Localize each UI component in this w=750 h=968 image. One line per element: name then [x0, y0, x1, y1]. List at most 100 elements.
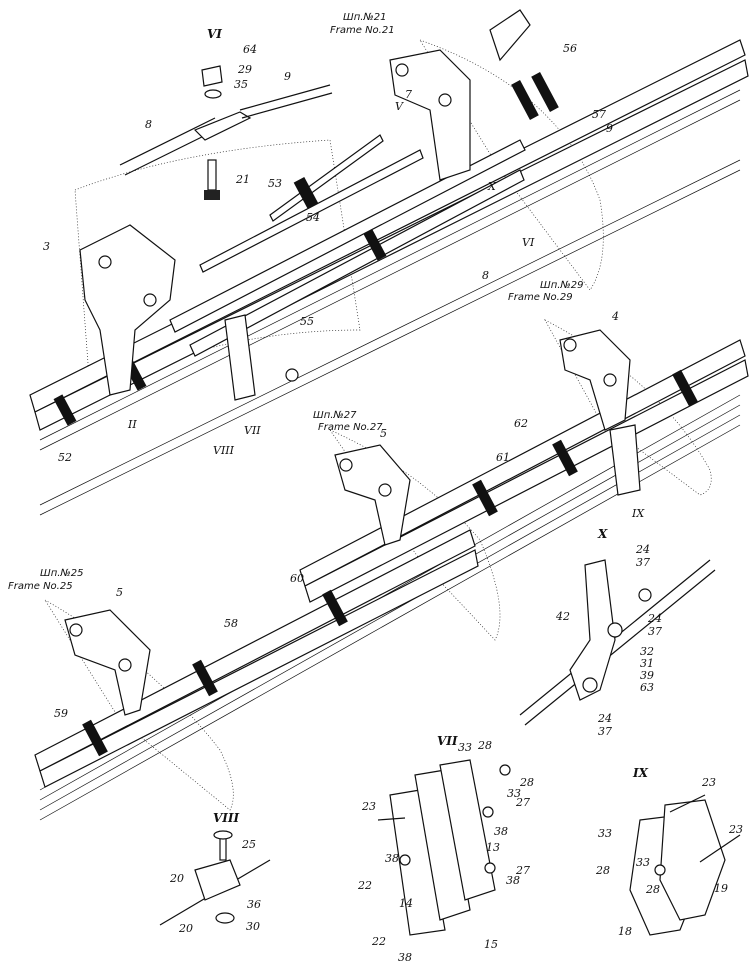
callout: 33	[458, 741, 472, 754]
frame-panel-25	[44, 599, 234, 811]
svg-text:Frame No.25: Frame No.25	[8, 581, 73, 592]
ref-vi: VI	[522, 236, 535, 249]
callout: 30	[246, 920, 260, 933]
callout: 24	[597, 712, 612, 725]
lower-rod-bundle	[34, 529, 479, 788]
detail-vii-plates	[377, 759, 511, 936]
callout: 8	[482, 269, 489, 282]
callout: 61	[496, 451, 510, 464]
callout: 19	[714, 882, 728, 895]
bracket-3	[79, 224, 176, 396]
callout: 9	[606, 122, 613, 135]
callout: 37	[648, 625, 662, 638]
callout: 29	[237, 63, 252, 76]
callout: 13	[486, 841, 500, 854]
middle-rod-bundle	[299, 339, 749, 603]
detail-title-ix: IX	[632, 766, 649, 780]
frame-panel-21b	[419, 39, 604, 291]
callout: 33	[636, 856, 650, 869]
upper-rod-bundle	[29, 39, 749, 431]
ref-vii: VII	[244, 424, 261, 437]
callout: 53	[268, 177, 282, 190]
callout: 35	[234, 78, 248, 91]
callout: 9	[284, 70, 291, 83]
callout: 56	[563, 42, 577, 55]
callout: 20	[178, 922, 193, 935]
callout: 52	[58, 451, 72, 464]
callout: 25	[241, 838, 256, 851]
svg-text:Frame No.29: Frame No.29	[508, 292, 573, 303]
detail-title-vii: VII	[437, 734, 458, 748]
callout: 39	[640, 669, 654, 682]
svg-text:Шп.№25: Шп.№25	[40, 568, 84, 579]
bracket-frame-21	[389, 9, 531, 181]
callout: 28	[477, 739, 492, 752]
detail-vi-assembly	[119, 65, 333, 200]
detail-viii-clamp	[159, 830, 271, 926]
callout: 59	[54, 707, 68, 720]
frame-label-25: Шп.№25 Frame No.25	[8, 568, 84, 592]
ref-x: X	[487, 180, 497, 193]
frame-label-27: Шп.№27 Frame No.27	[313, 410, 383, 433]
callout: 33	[598, 827, 612, 840]
callout: 20	[169, 872, 184, 885]
callout: 22	[371, 935, 386, 948]
callout: 57	[592, 108, 606, 121]
detail-x-assembly	[519, 559, 716, 726]
ref-ii: II	[127, 418, 137, 431]
callout: 32	[640, 645, 654, 658]
callout: 3	[43, 240, 50, 253]
frame-panel-29	[544, 319, 712, 496]
callout: 14	[399, 897, 413, 910]
detail-title-vi: VI	[207, 27, 222, 41]
callout: 15	[484, 938, 498, 951]
detail-ix-plates	[629, 794, 741, 936]
callout: 23	[701, 776, 716, 789]
callout: 21	[235, 173, 250, 186]
callout: 62	[514, 417, 528, 430]
detail-title-viii: VIII	[213, 811, 240, 825]
svg-text:Шп.№27: Шп.№27	[313, 410, 357, 421]
bracket-4	[559, 329, 631, 431]
ref-v: V	[395, 100, 404, 113]
callout: 58	[224, 617, 238, 630]
ref-viii: VIII	[213, 444, 235, 457]
callout: 22	[357, 879, 372, 892]
svg-text:Шп.№21: Шп.№21	[343, 12, 387, 23]
callout: 27	[515, 796, 530, 809]
callout: 60	[290, 572, 304, 585]
bracket-5-frame-25	[64, 609, 151, 716]
callout: 18	[618, 925, 632, 938]
callout: 37	[636, 556, 650, 569]
frame-label-21: Шп.№21 Frame No.21	[330, 12, 395, 36]
bracket-vii	[224, 314, 299, 401]
callout: 36	[247, 898, 261, 911]
callout: 24	[635, 543, 650, 556]
callout: 33	[507, 787, 521, 800]
callout: 37	[598, 725, 612, 738]
callout: 28	[519, 776, 534, 789]
callout: 38	[494, 825, 508, 838]
bracket-ix	[609, 424, 641, 496]
svg-text:Frame No.21: Frame No.21	[330, 25, 395, 36]
detail-title-x: X	[597, 527, 608, 541]
bracket-5-frame-27	[334, 444, 411, 546]
callout: 23	[728, 823, 743, 836]
callout: 5	[116, 586, 123, 599]
callout: 28	[645, 883, 660, 896]
callout: 38	[398, 951, 412, 964]
callout: 7	[405, 88, 412, 101]
callout: 4	[611, 310, 619, 323]
callout: 31	[640, 657, 654, 670]
callout: 64	[243, 43, 257, 56]
callout: 23	[361, 800, 376, 813]
ref-ix: IX	[631, 507, 645, 520]
callout: 55	[300, 315, 314, 328]
callout: 42	[555, 610, 570, 623]
callout: 28	[595, 864, 610, 877]
callout: 24	[647, 612, 662, 625]
callout: 38	[506, 874, 520, 887]
frame-label-29: Шп.№29 Frame No.29	[508, 280, 584, 303]
